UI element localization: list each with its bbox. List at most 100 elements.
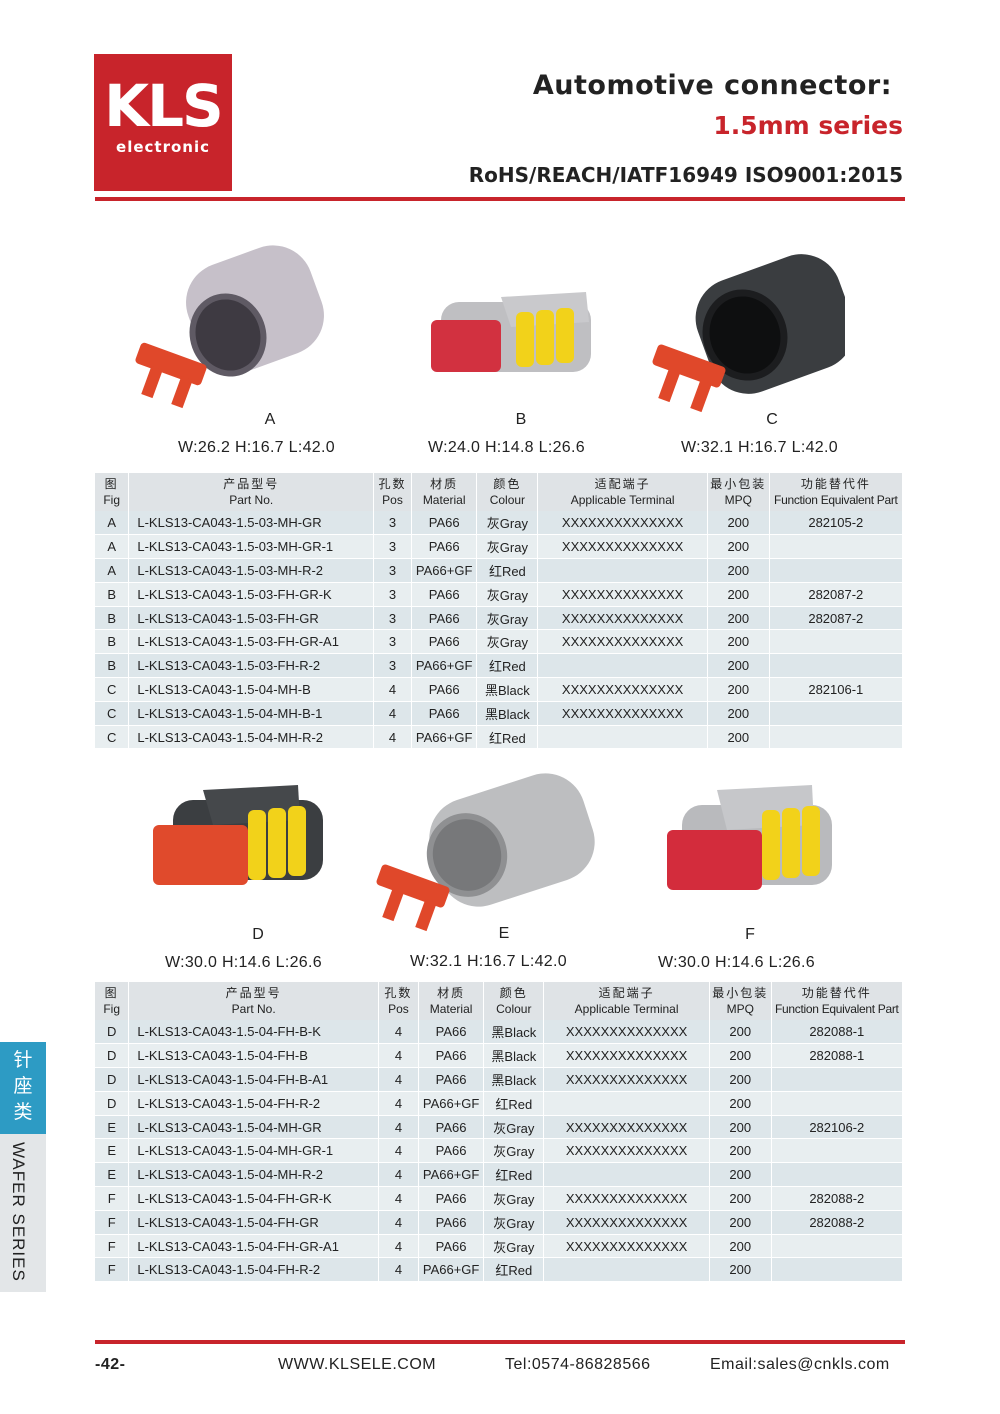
- cell-material: PA66+GF: [418, 1257, 485, 1283]
- cell-pos: 4: [378, 1067, 419, 1092]
- cell-mpq: 200: [709, 1091, 772, 1116]
- cell-pos: 4: [378, 1020, 419, 1045]
- cell-equivalent: [769, 558, 904, 583]
- figure-e-dimensions: W:32.1 H:16.7 L:42.0: [410, 953, 567, 970]
- cell-equivalent: 282106-2: [771, 1115, 904, 1140]
- cell-mpq: 200: [709, 1234, 772, 1259]
- cell-fig: B: [95, 629, 130, 655]
- cell-pos: 4: [378, 1043, 419, 1069]
- cell-colour: 黑Black: [476, 677, 539, 702]
- cell-terminal: XXXXXXXXXXXXXX: [543, 1115, 710, 1140]
- figure-f-dimensions: W:30.0 H:14.6 L:26.6: [658, 954, 815, 971]
- cell-fig: A: [95, 511, 130, 536]
- cell-terminal: XXXXXXXXXXXXXX: [537, 606, 708, 631]
- cell-terminal: XXXXXXXXXXXXXX: [543, 1210, 710, 1235]
- cell-colour: 灰Gray: [483, 1115, 545, 1140]
- cell-terminal: XXXXXXXXXXXXXX: [537, 701, 708, 726]
- cell-part-no: L-KLS13-CA043-1.5-04-FH-B-A1: [128, 1067, 379, 1092]
- cell-material: PA66+GF: [418, 1162, 485, 1188]
- cell-part-no: L-KLS13-CA043-1.5-04-MH-GR-1: [128, 1138, 379, 1164]
- cell-pos: 3: [373, 582, 412, 607]
- cell-equivalent: [769, 629, 904, 655]
- cell-mpq: 200: [707, 582, 770, 607]
- cell-colour: 红Red: [483, 1091, 545, 1116]
- footer-rule: [95, 1340, 905, 1344]
- cell-terminal: XXXXXXXXXXXXXX: [537, 534, 708, 560]
- connector-b-image: [421, 262, 621, 392]
- cell-equivalent: 282087-2: [769, 606, 904, 631]
- logo-subtitle: electronic: [116, 138, 210, 156]
- cell-pos: 3: [373, 558, 412, 583]
- cell-colour: 灰Gray: [483, 1234, 545, 1259]
- cell-colour: 灰Gray: [483, 1138, 545, 1164]
- connector-a-image: [128, 235, 328, 415]
- cell-fig: C: [95, 701, 130, 726]
- cell-part-no: L-KLS13-CA043-1.5-03-MH-R-2: [128, 558, 375, 583]
- side-tab-char: 针座类: [13, 1050, 33, 1123]
- connector-f-image: [662, 780, 842, 910]
- certifications: RoHS/REACH/IATF16949 ISO9001:2015: [468, 163, 903, 187]
- cell-fig: D: [95, 1020, 130, 1045]
- cell-terminal: XXXXXXXXXXXXXX: [543, 1234, 710, 1259]
- page-number: -42-: [95, 1356, 126, 1373]
- figure-c-dimensions: W:32.1 H:16.7 L:42.0: [681, 439, 838, 456]
- cell-fig: E: [95, 1138, 130, 1164]
- figure-b-label: B: [515, 411, 527, 428]
- cell-colour: 灰Gray: [476, 606, 539, 631]
- cell-mpq: 200: [709, 1020, 772, 1045]
- cell-material: PA66: [418, 1067, 485, 1092]
- cell-equivalent: 282088-1: [771, 1020, 904, 1045]
- cell-mpq: 200: [707, 725, 770, 750]
- footer-tel: Tel:0574-86828566: [505, 1356, 651, 1373]
- cell-material: PA66: [411, 534, 478, 560]
- cell-terminal: [543, 1257, 710, 1283]
- cell-part-no: L-KLS13-CA043-1.5-04-FH-GR: [128, 1210, 379, 1235]
- cell-terminal: [537, 725, 708, 750]
- cell-pos: 3: [373, 629, 412, 655]
- cell-part-no: L-KLS13-CA043-1.5-03-MH-GR: [128, 511, 375, 536]
- cell-pos: 4: [378, 1115, 419, 1140]
- cell-part-no: L-KLS13-CA043-1.5-04-MH-B: [128, 677, 375, 702]
- cell-equivalent: [771, 1067, 904, 1092]
- cell-equivalent: [771, 1091, 904, 1116]
- cell-material: PA66: [418, 1115, 485, 1140]
- cell-colour: 灰Gray: [483, 1186, 545, 1211]
- cell-equivalent: 282105-2: [769, 511, 904, 536]
- cell-mpq: 200: [707, 629, 770, 655]
- cell-pos: 3: [373, 653, 412, 679]
- figure-e-label: E: [498, 925, 510, 942]
- page-subtitle: 1.5mm series: [713, 111, 903, 140]
- cell-material: PA66: [418, 1210, 485, 1235]
- cell-pos: 4: [373, 701, 412, 726]
- side-tab-chinese: 针座类: [0, 1042, 46, 1134]
- cell-terminal: [543, 1091, 710, 1116]
- cell-material: PA66+GF: [418, 1091, 485, 1116]
- cell-fig: D: [95, 1067, 130, 1092]
- cell-equivalent: [769, 725, 904, 750]
- connector-d-image: [148, 770, 333, 910]
- cell-material: PA66+GF: [411, 653, 478, 679]
- cell-colour: 黑Black: [483, 1067, 545, 1092]
- cell-pos: 3: [373, 534, 412, 560]
- cell-colour: 红Red: [476, 725, 539, 750]
